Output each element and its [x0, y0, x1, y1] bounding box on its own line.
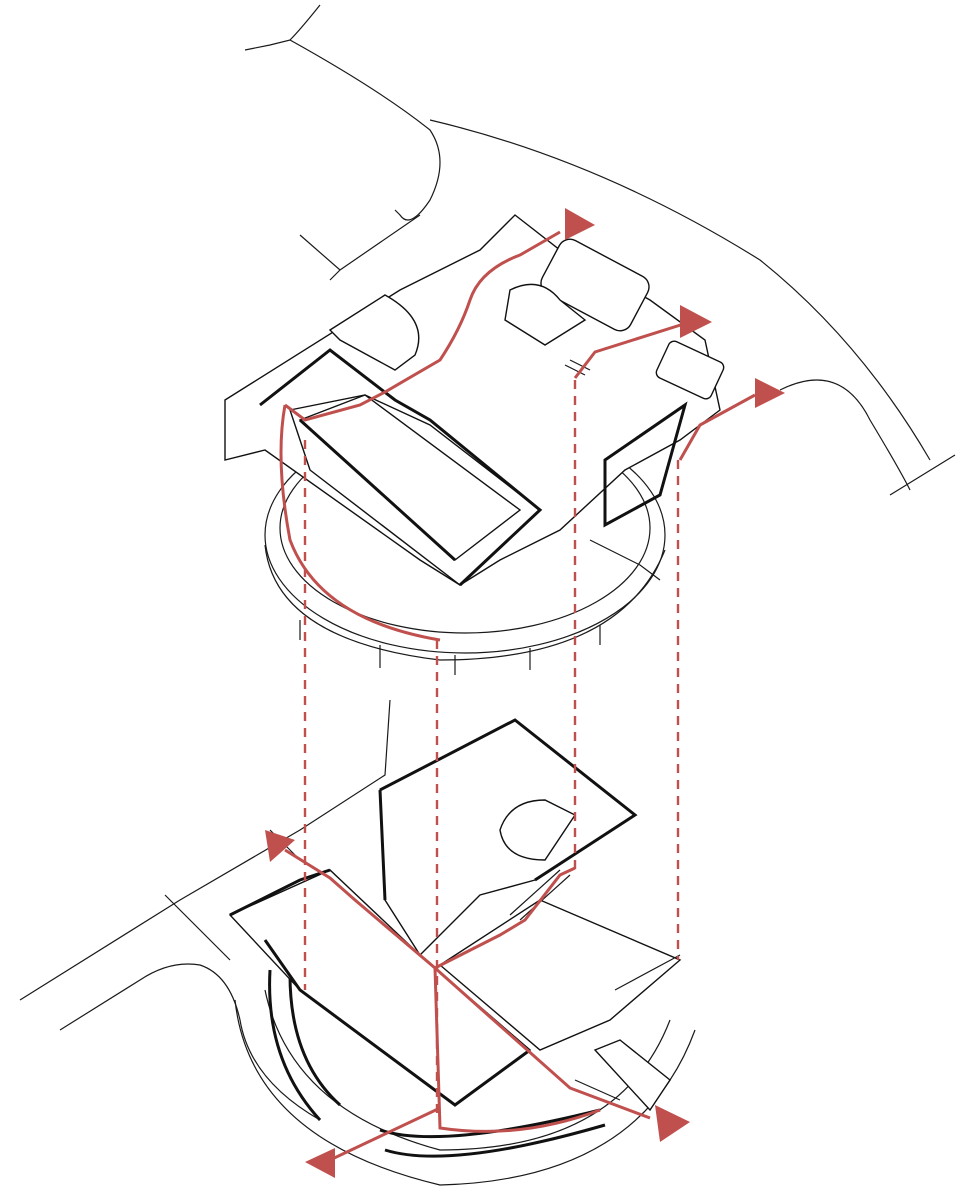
- lower-ring-outer: [234, 999, 696, 1186]
- road-edge-upper: [244, 39, 441, 221]
- lower-stairs: [509, 869, 681, 1101]
- upper-path-main: [284, 230, 561, 422]
- arrows: [265, 208, 785, 1178]
- arrow-lower-southwest-icon: [305, 1148, 335, 1178]
- upper-curved-room-2: [504, 283, 587, 346]
- upper-pavilion-a: [540, 238, 650, 332]
- upper-hall-wall: [259, 348, 543, 587]
- property-line-upper: [299, 214, 421, 281]
- road-edge-lower: [19, 699, 391, 1121]
- circulation-paths: [279, 230, 756, 1162]
- road-edge-outer: [289, 4, 931, 461]
- upper-right-wall: [603, 401, 688, 528]
- upper-path-east: [573, 320, 691, 379]
- lower-curved-room: [499, 799, 577, 861]
- lower-ring-inner: [264, 989, 671, 1151]
- upper-ring-edge: [264, 544, 666, 661]
- lower-path-east: [434, 966, 651, 1120]
- arrow-upper-east-icon: [680, 305, 712, 338]
- arrow-lower-east-icon: [655, 1105, 690, 1142]
- lower-path-southwest: [329, 1106, 441, 1162]
- lower-curved-wall-left: [268, 969, 342, 1122]
- upper-path-ring: [279, 404, 441, 642]
- arrow-upper-north-icon: [565, 208, 595, 240]
- lower-curved-wall-front: [379, 1108, 606, 1158]
- lower-path-main: [284, 848, 601, 1133]
- upper-level: [224, 214, 725, 675]
- upper-curved-room: [328, 294, 420, 371]
- upper-path-southeast: [678, 393, 756, 461]
- upper-columns: [299, 620, 601, 675]
- arrow-lower-west-icon: [265, 830, 295, 862]
- upper-stairs: [564, 359, 661, 581]
- lower-entry-canopy: [593, 1039, 671, 1112]
- lower-right-court: [438, 899, 682, 1051]
- lower-path-north: [434, 866, 576, 970]
- arrow-upper-southeast-icon: [755, 378, 785, 408]
- road-edge-right: [779, 379, 956, 496]
- upper-pavilion-b: [655, 340, 725, 400]
